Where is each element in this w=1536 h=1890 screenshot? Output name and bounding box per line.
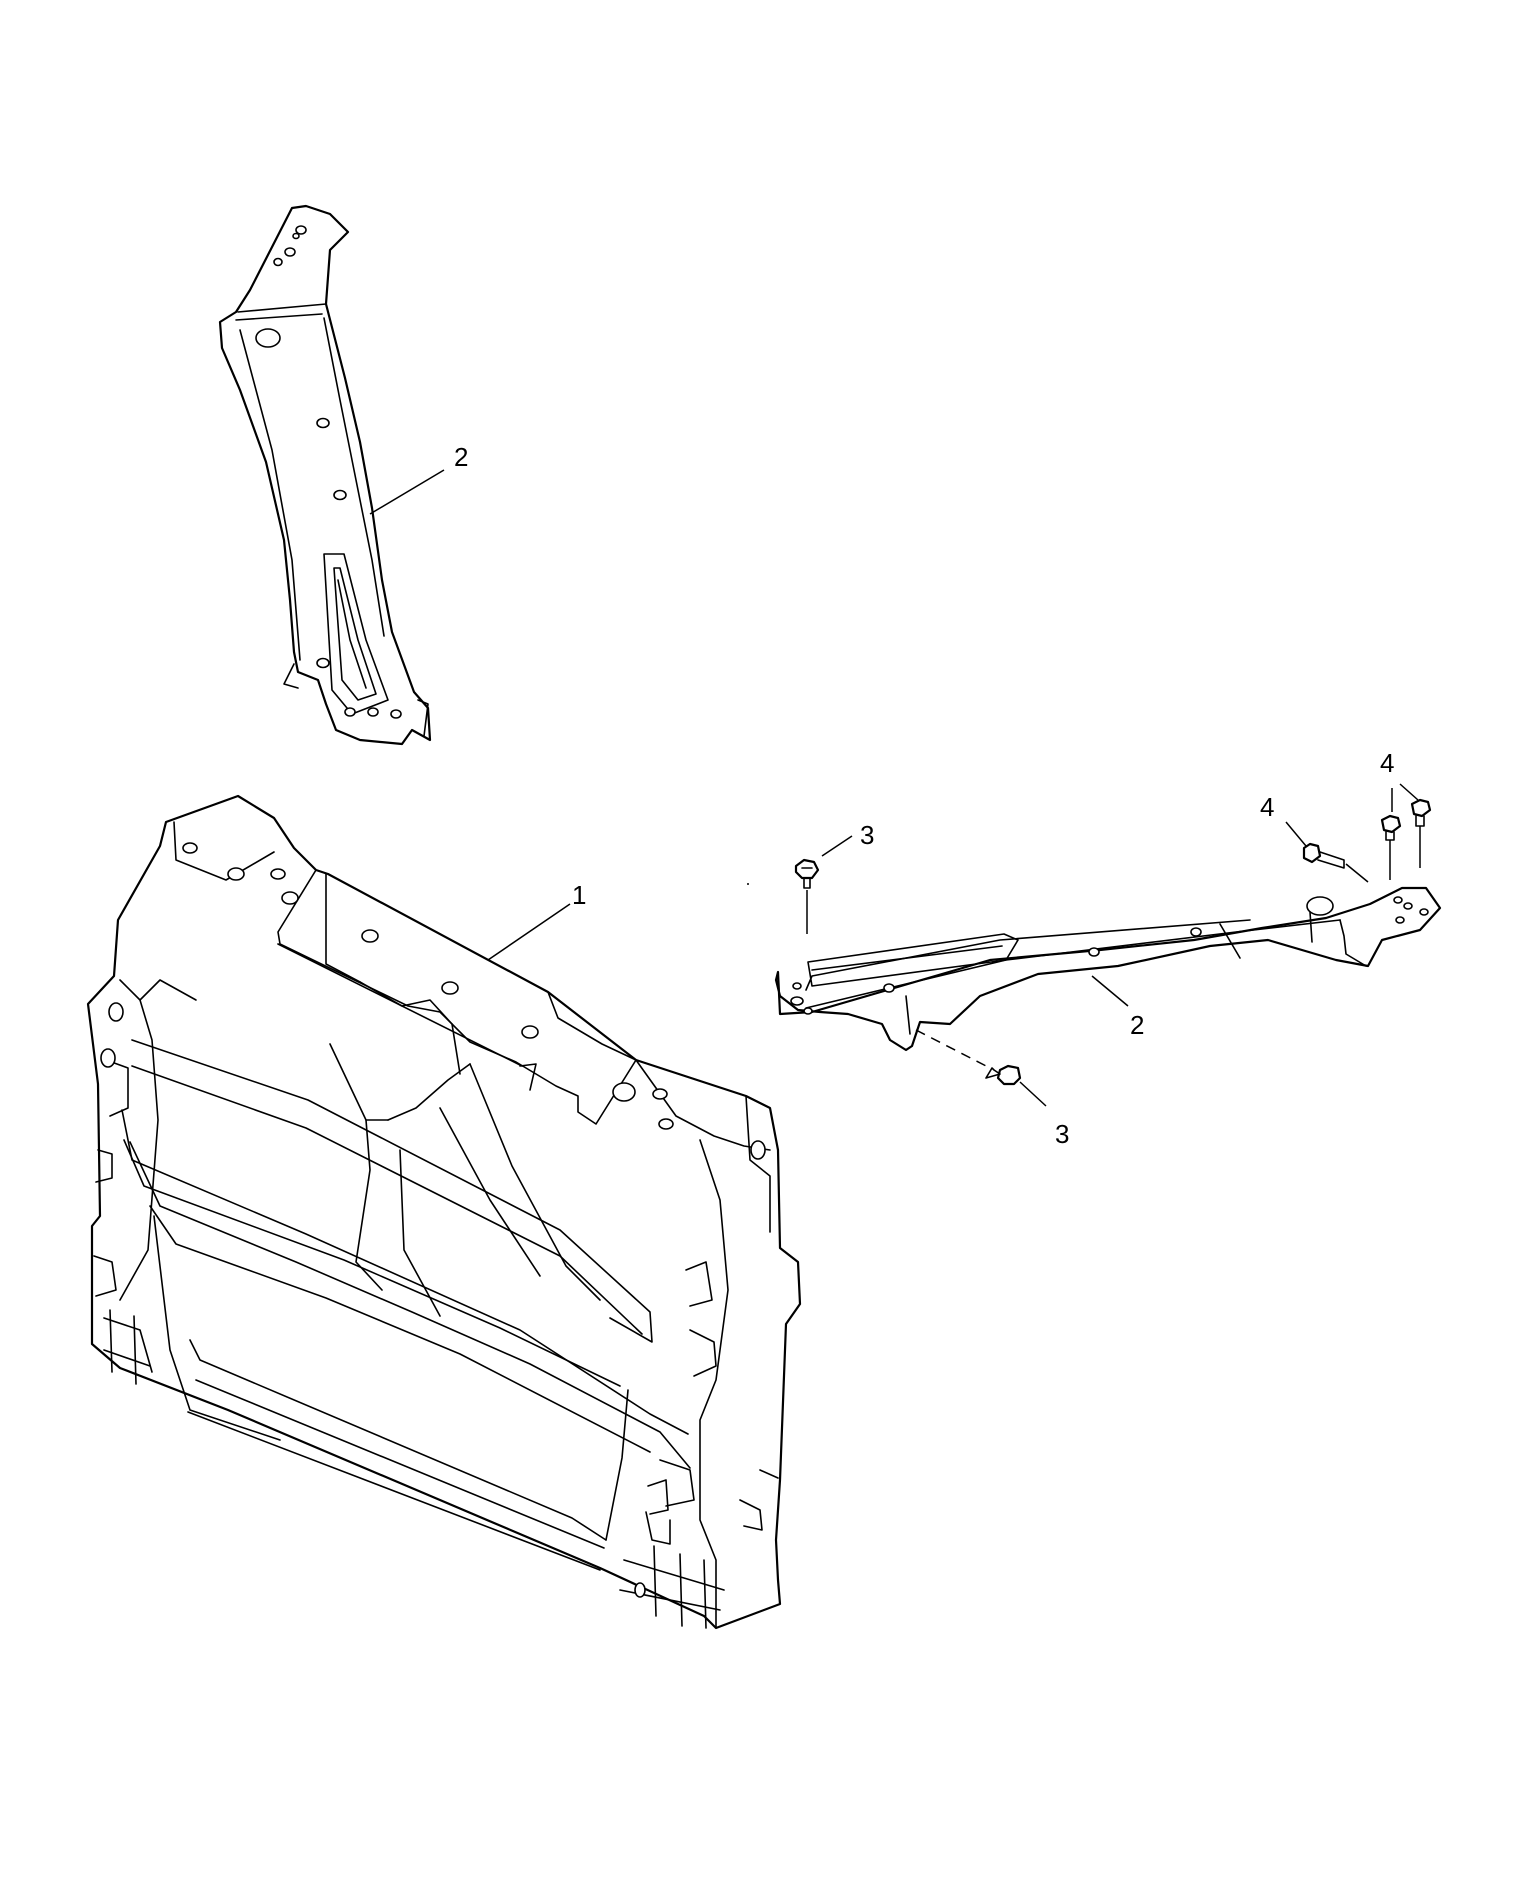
callout-3-lower: 3 <box>1055 1119 1069 1149</box>
bolt-4-right <box>1410 798 1432 868</box>
leader-3-upper <box>821 835 853 857</box>
upper-apron-bracket <box>218 204 432 746</box>
leader-4-left <box>1285 821 1307 847</box>
callout-1: 1 <box>572 880 586 910</box>
leader-3-lower <box>1019 1081 1047 1107</box>
leader-1 <box>487 903 571 961</box>
stray-dot <box>747 883 749 885</box>
callout-3-upper: 3 <box>860 820 874 850</box>
leader-4-right-b <box>1399 783 1419 801</box>
callout-4-right: 4 <box>1380 748 1394 778</box>
leader-2-lower <box>1091 975 1129 1007</box>
leader-2-upper <box>369 469 445 515</box>
radiator-support-frame <box>86 794 802 1630</box>
callout-2-lower: 2 <box>1130 1010 1144 1040</box>
lower-apron-bracket <box>774 886 1442 1052</box>
bolt-4-horizontal <box>1302 842 1369 883</box>
bolt-4-left <box>1380 814 1402 880</box>
bolt-3-lower <box>915 1029 1022 1086</box>
callout-2-upper: 2 <box>454 442 468 472</box>
bolt-3-upper <box>794 858 820 934</box>
callout-4-left: 4 <box>1260 792 1274 822</box>
